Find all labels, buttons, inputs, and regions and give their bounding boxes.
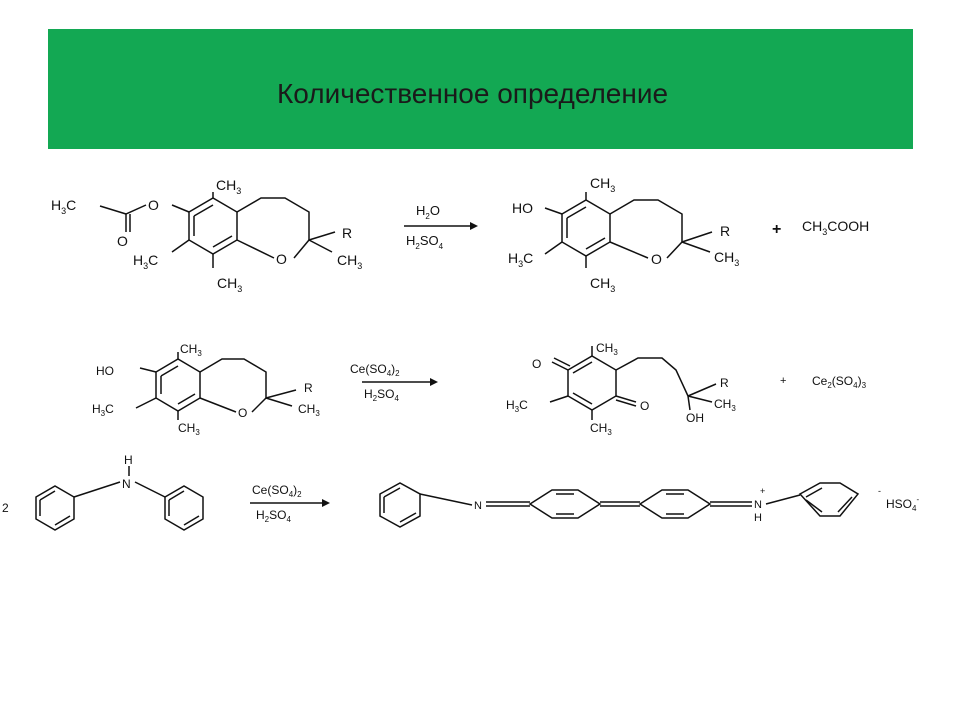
svg-text:Ce(SO4)2: Ce(SO4)2 — [252, 483, 302, 499]
tocopherol-reactant: CH3 HO H3C CH3 O R CH3 — [92, 342, 320, 437]
svg-text:H3C: H3C — [92, 402, 114, 418]
svg-text:N: N — [122, 477, 131, 491]
svg-text:O: O — [276, 251, 287, 267]
svg-text:HO: HO — [96, 364, 114, 378]
reaction-3: 2 H N Ce(SO4)2 H2SO4 — [2, 453, 919, 531]
svg-text:2: 2 — [2, 501, 9, 515]
svg-text:CH3: CH3 — [180, 342, 202, 358]
title-banner: Количественное определение — [48, 29, 913, 149]
svg-text:O: O — [117, 233, 128, 249]
tocopherylquinone: O O CH3 H3C CH3 R CH3 OH — [506, 341, 736, 437]
svg-text:Ce2(SO4)3: Ce2(SO4)3 — [812, 374, 867, 390]
svg-text:CH3: CH3 — [216, 177, 241, 196]
diphenylbenzidine-violet: N N + H - HSO4- — [379, 482, 919, 528]
svg-text:H2SO4: H2SO4 — [256, 508, 291, 524]
svg-text:H3C: H3C — [506, 398, 528, 414]
tocopherol-product: CH3 HO H3C CH3 O R CH3 — [508, 175, 739, 294]
reaction-2: CH3 HO H3C CH3 O R CH3 Ce(SO4)2 H2SO4 — [92, 341, 867, 437]
svg-text:O: O — [640, 399, 649, 413]
svg-text:H3C: H3C — [133, 252, 158, 271]
svg-text:CH3: CH3 — [590, 275, 615, 294]
svg-text:CH3: CH3 — [590, 175, 615, 194]
svg-text:R: R — [342, 225, 352, 241]
svg-text:+: + — [772, 221, 781, 238]
svg-text:R: R — [304, 381, 313, 395]
diphenylamine: H N — [35, 453, 204, 531]
svg-text:Ce(SO4)2: Ce(SO4)2 — [350, 362, 400, 378]
arrow-oxidation-2: Ce(SO4)2 H2SO4 — [250, 483, 330, 524]
svg-text:CH3: CH3 — [714, 397, 736, 413]
tocopherol-acetate: H3C O O CH3 H3C CH3 O R CH3 — [51, 177, 362, 294]
svg-text:H: H — [124, 453, 133, 467]
svg-text:H2O: H2O — [416, 203, 440, 221]
page-title: Количественное определение — [277, 78, 669, 109]
svg-text:CH3: CH3 — [590, 421, 612, 437]
svg-text:+: + — [780, 375, 786, 387]
svg-text:CH3: CH3 — [298, 402, 320, 418]
svg-text:O: O — [532, 357, 541, 371]
svg-text:N: N — [754, 499, 762, 511]
svg-text:N: N — [474, 500, 482, 512]
svg-text:HO: HO — [512, 200, 533, 216]
svg-text:CH3: CH3 — [714, 249, 739, 268]
svg-text:O: O — [238, 406, 247, 420]
svg-text:H2SO4: H2SO4 — [406, 233, 444, 251]
svg-text:OH: OH — [686, 411, 704, 425]
svg-text:R: R — [720, 223, 730, 239]
svg-text:HSO4-: HSO4- — [886, 495, 919, 513]
svg-text:+: + — [760, 486, 765, 496]
svg-text:H: H — [754, 512, 762, 524]
svg-text:CH3: CH3 — [596, 341, 618, 357]
svg-text:O: O — [148, 197, 159, 213]
arrow-oxidation-1: Ce(SO4)2 H2SO4 — [350, 362, 438, 403]
svg-text:H2SO4: H2SO4 — [364, 387, 399, 403]
svg-text:CH3: CH3 — [337, 252, 362, 271]
svg-text:H3C: H3C — [51, 197, 76, 216]
arrow-hydrolysis: H2O H2SO4 — [404, 203, 478, 251]
svg-text:CH3: CH3 — [178, 421, 200, 437]
svg-text:CH3: CH3 — [217, 275, 242, 294]
svg-text:O: O — [651, 251, 662, 267]
svg-text:CH3COOH: CH3COOH — [802, 218, 869, 237]
svg-text:H3C: H3C — [508, 250, 533, 269]
reaction-1: H3C O O CH3 H3C CH3 O R CH3 H2O H2SO4 — [51, 175, 869, 294]
svg-text:R: R — [720, 376, 729, 390]
svg-text:-: - — [878, 486, 881, 496]
